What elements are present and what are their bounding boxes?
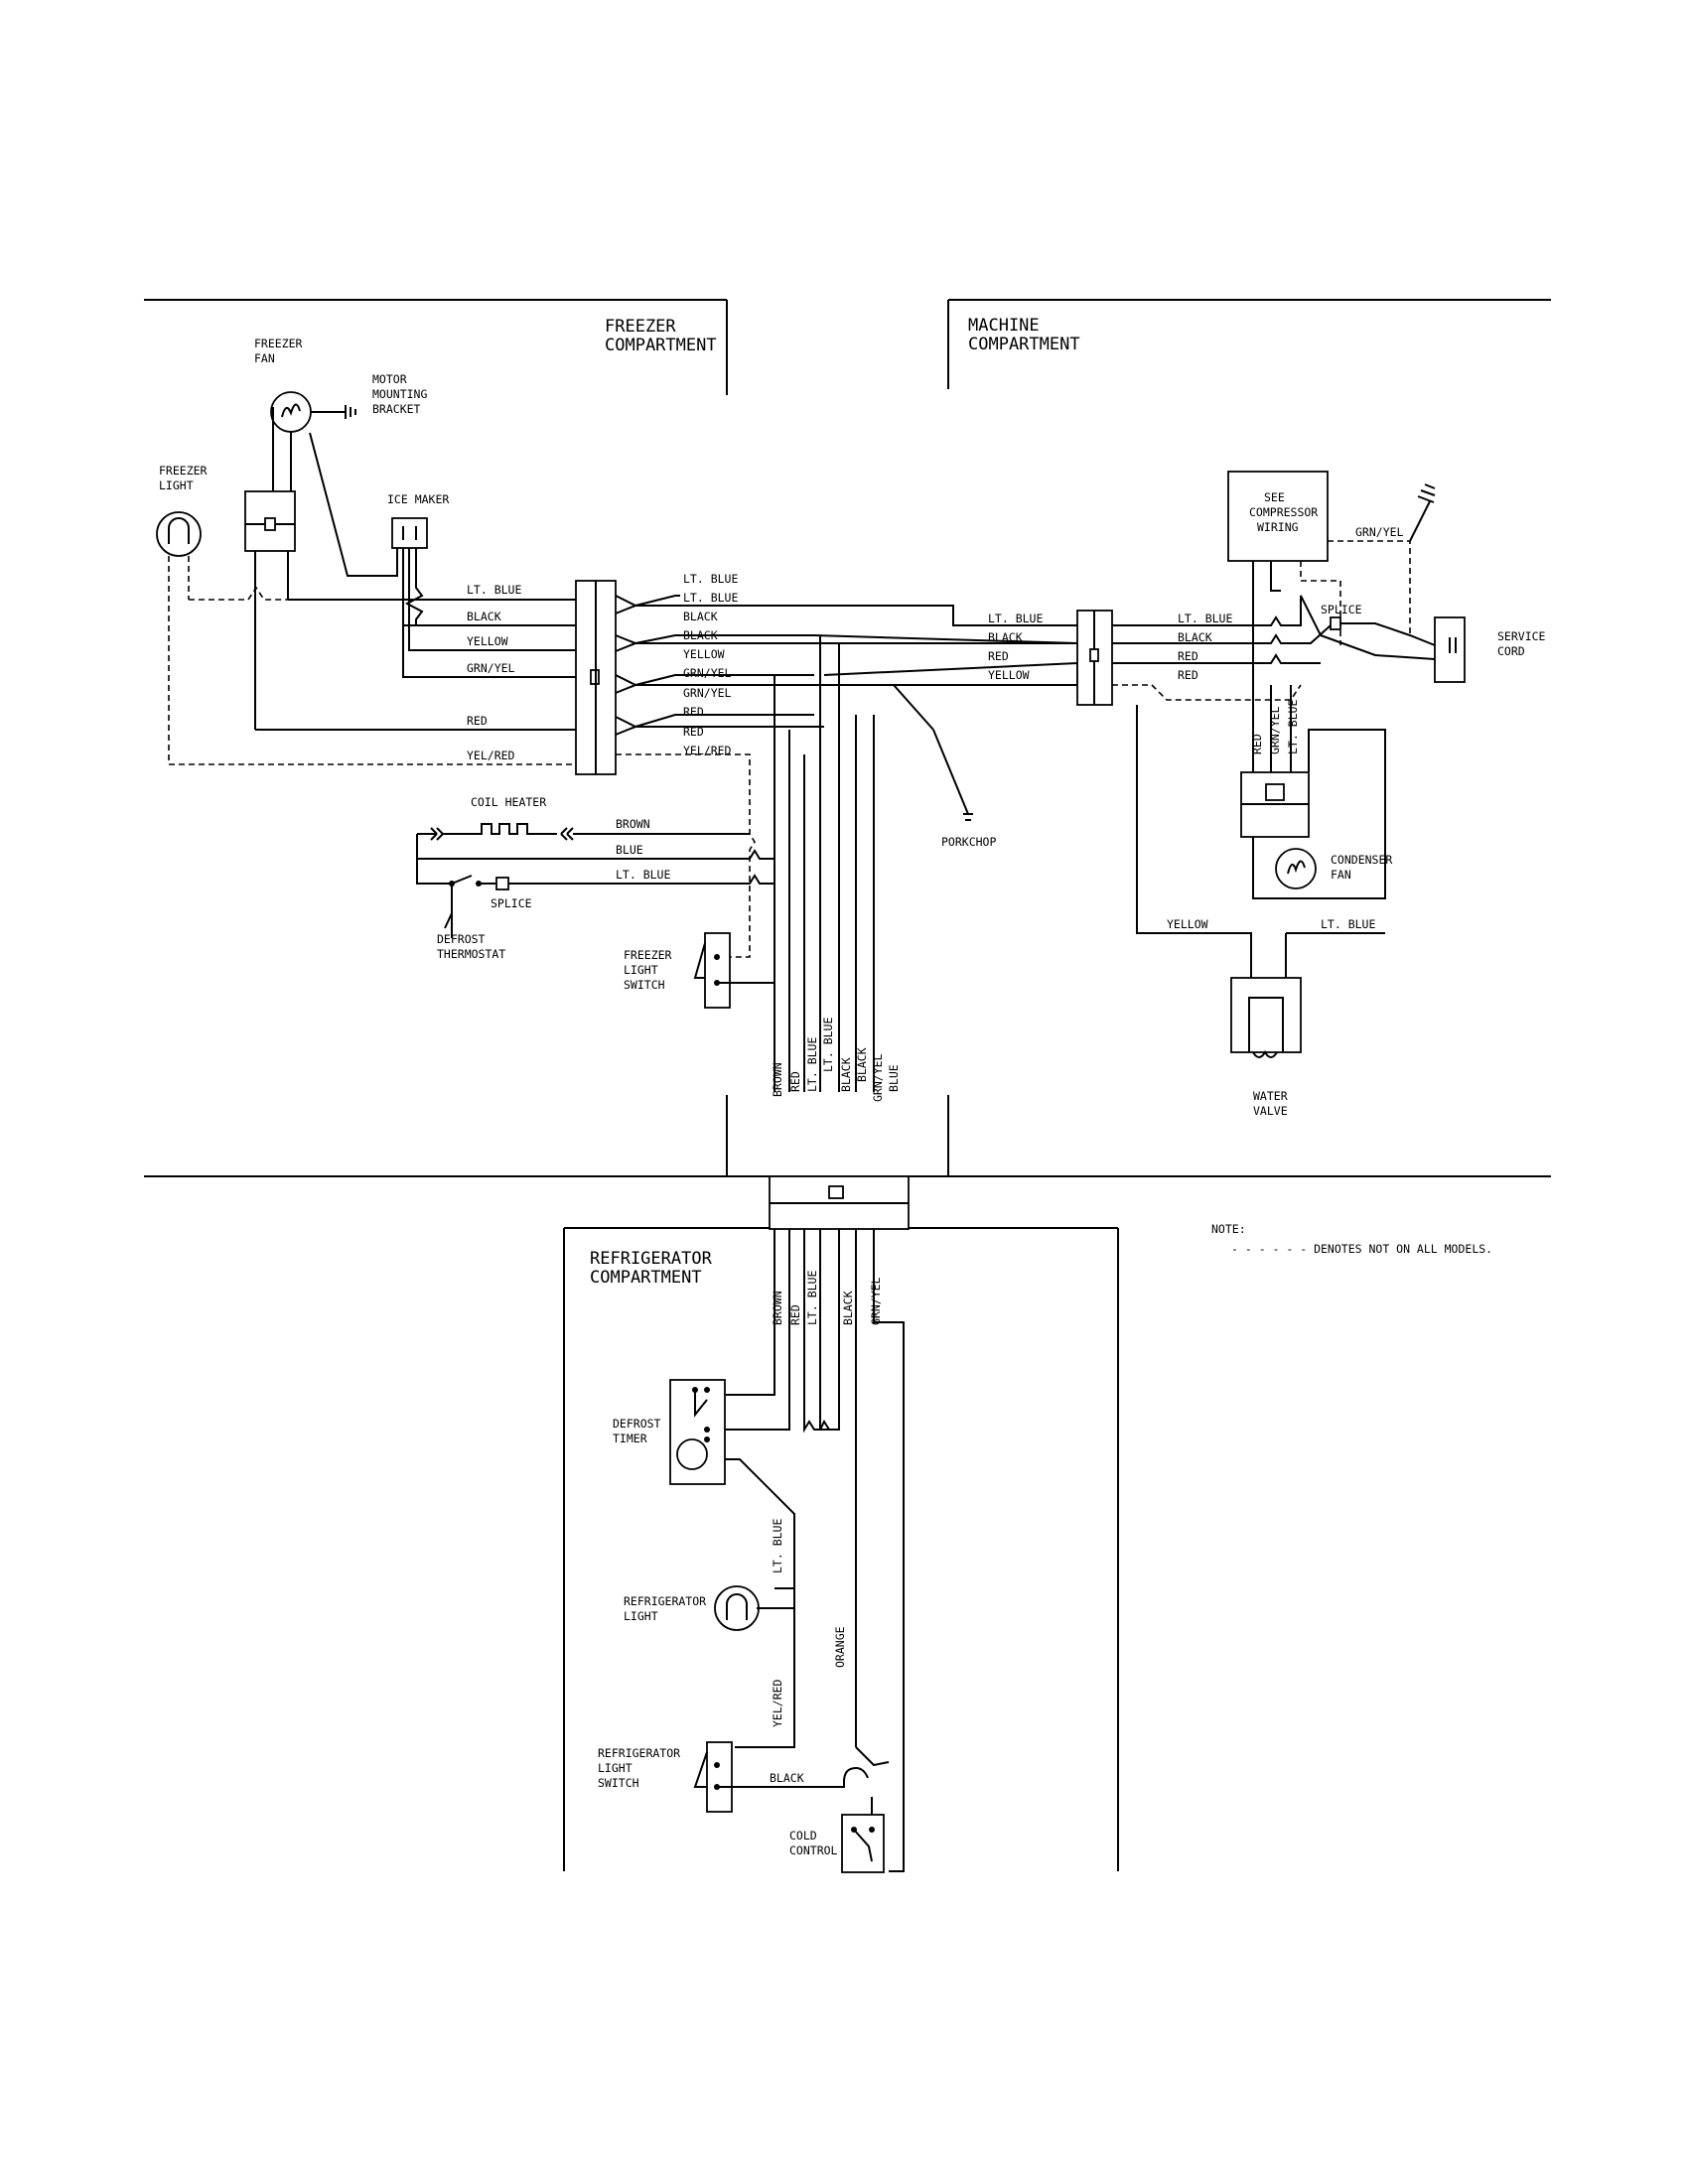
grn-yel-ground	[1328, 483, 1436, 635]
freezer-fan	[270, 391, 356, 491]
wire-label: BLACK	[988, 630, 1023, 644]
coil-heater	[416, 823, 774, 938]
wire-label: YELLOW	[467, 634, 508, 648]
freezer-light-switch	[693, 932, 774, 1009]
defrost-timer	[669, 1379, 726, 1485]
wire-label: GRN/YEL	[683, 686, 732, 700]
machine-section-title: MACHINE COMPARTMENT	[968, 316, 1080, 354]
refrigerator-light-switch-label: REFRIGERATOR LIGHT SWITCH	[598, 1746, 687, 1790]
condenser-fan-label: CONDENSER FAN	[1331, 853, 1399, 882]
note-text: - - - - - - DENOTES NOT ON ALL MODELS.	[1231, 1242, 1492, 1256]
wire-label: GRN/YEL	[1268, 706, 1282, 754]
cold-control-label: COLD CONTROL	[789, 1829, 838, 1857]
refrigerator-light-label: REFRIGERATOR LIGHT	[624, 1594, 713, 1623]
freezer-light	[156, 511, 202, 764]
lower-bundle-labels: BROWN RED LT. BLUE BLACK GRN/YEL	[771, 1271, 883, 1325]
svg-text:BLUE: BLUE	[887, 1064, 901, 1092]
upper-bundle-labels: BROWN RED LT. BLUE LT. BLUE BLACK BLACK …	[771, 1018, 901, 1102]
freezer-wiring	[169, 432, 576, 765]
splice-label-right: SPLICE	[1321, 603, 1362, 616]
svg-text:BROWN: BROWN	[771, 1291, 784, 1325]
wire-label: BLACK	[467, 610, 501, 623]
note-title: NOTE:	[1211, 1222, 1246, 1236]
left-harness-connector	[575, 580, 617, 775]
defrost-timer-label: DEFROST TIMER	[613, 1417, 667, 1445]
wire-label: LT. BLUE	[771, 1519, 784, 1573]
coil-heater-label: COIL HEATER	[471, 795, 546, 809]
compressor-label: SEE COMPRESSOR WIRING	[1249, 490, 1325, 534]
fan-connector	[244, 490, 296, 730]
refrigerator-section-title: REFRIGERATOR COMPARTMENT	[590, 1249, 722, 1288]
wire-label: RED	[683, 725, 704, 739]
motor-bracket-label: MOTOR MOUNTING BRACKET	[372, 372, 434, 416]
svg-text:LT. BLUE: LT. BLUE	[805, 1037, 819, 1092]
wire-label: GRN/YEL	[683, 666, 732, 680]
wire-label: YEL/RED	[467, 749, 515, 762]
porkchop-label: PORKCHOP	[941, 835, 996, 849]
svg-text:RED: RED	[788, 1304, 802, 1325]
lower-bundle-wires	[720, 1229, 905, 1872]
service-cord	[1434, 616, 1466, 683]
service-cord-label: SERVICE CORD	[1497, 629, 1552, 658]
wire-label: BLACK	[683, 628, 718, 642]
wire-label: RED	[683, 705, 704, 719]
wire-label: ORANGE	[833, 1626, 847, 1668]
freezer-light-label: FREEZER LIGHT	[159, 464, 213, 492]
cold-control	[841, 1766, 885, 1873]
wire-label: GRN/YEL	[1355, 525, 1404, 539]
wire-label: RED	[1178, 649, 1198, 663]
refrigerator-light-switch	[693, 1741, 845, 1813]
wire-label: LT. BLUE	[1178, 612, 1232, 625]
wire-label: LT. BLUE	[1321, 917, 1375, 931]
wire-label: BLUE	[616, 843, 643, 857]
freezer-fan-label: FREEZER FAN	[254, 337, 309, 365]
ice-maker	[391, 517, 428, 549]
wire-label: LT. BLUE	[988, 612, 1043, 625]
machine-harness-connector	[1076, 610, 1113, 706]
compressor-box	[1227, 471, 1341, 685]
wire-label: YEL/RED	[683, 744, 732, 757]
water-valve	[1137, 932, 1385, 1058]
wire-label: LT. BLUE	[683, 591, 738, 605]
wire-label: BROWN	[616, 817, 650, 831]
wire-label: RED	[1250, 734, 1264, 754]
wire-label: RED	[467, 714, 488, 728]
wire-label: YELLOW	[1167, 917, 1208, 931]
wire-label: RED	[1178, 668, 1198, 682]
wire-label: LT. BLUE	[1286, 700, 1300, 754]
defrost-thermostat-label: DEFROST THERMOSTAT	[437, 932, 505, 961]
wire-label: YELLOW	[988, 668, 1030, 682]
wire-label: BLACK	[683, 610, 718, 623]
wire-label: YELLOW	[683, 647, 725, 661]
refrigerator-light	[714, 1569, 795, 1747]
wire-label: GRN/YEL	[467, 661, 515, 675]
svg-text:GRN/YEL: GRN/YEL	[869, 1277, 883, 1325]
svg-text:BLACK: BLACK	[855, 1047, 869, 1082]
freezer-section-title: FREEZER COMPARTMENT	[605, 317, 717, 355]
wire-label: BLACK	[1178, 630, 1212, 644]
svg-text:BLACK: BLACK	[841, 1291, 855, 1325]
svg-text:LT. BLUE: LT. BLUE	[805, 1271, 819, 1325]
condenser-fan	[1240, 685, 1386, 899]
svg-text:RED: RED	[788, 1071, 802, 1092]
wire-label: YEL/RED	[771, 1679, 784, 1727]
svg-text:BLACK: BLACK	[839, 1057, 853, 1092]
freezer-light-switch-label: FREEZER LIGHT SWITCH	[624, 948, 678, 992]
central-connector	[769, 1175, 910, 1230]
svg-text:BROWN: BROWN	[771, 1062, 784, 1097]
wire-label: LT. BLUE	[683, 572, 738, 586]
wire-label: RED	[988, 649, 1009, 663]
center-to-machine-wires	[813, 624, 1078, 676]
water-valve-label: WATER VALVE	[1253, 1089, 1295, 1118]
svg-text:LT. BLUE: LT. BLUE	[821, 1018, 835, 1072]
wire-label: BLACK	[770, 1771, 804, 1785]
svg-text:GRN/YEL: GRN/YEL	[871, 1053, 885, 1102]
wire-label: LT. BLUE	[616, 868, 670, 882]
splice-label-left: SPLICE	[491, 896, 532, 910]
wire-label: LT. BLUE	[467, 583, 521, 597]
ice-maker-label: ICE MAKER	[387, 492, 449, 506]
